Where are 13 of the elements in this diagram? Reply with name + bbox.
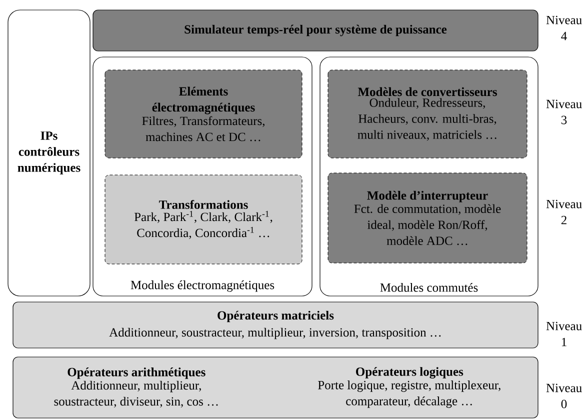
module-box: Modèle d’interrupteur Fct. de commutation, modèle ideal, modèle Ron/Roff, modèle ADC …	[328, 172, 528, 264]
group-box: IPs contrôleurs numériques	[8, 10, 90, 296]
module-box: Transformations Park, Park$^{-1}$, Clark, Clark$^{-1}$, Concordia, Concordia$^{-1}$ …	[104, 174, 302, 264]
level-bar: Opérateurs arithmétiques Additionneur, multiplieur, soustracteur, diviseur, sin, cos … Opérateurs logiques Porte logique, registre, multiplexeur, comparateur, décalage …	[12, 356, 538, 418]
module-box: Modèles de convertisseurs Onduleur, Redresseurs, Hacheurs, conv. multi-bras, multi niveaux, matriciels …	[328, 70, 528, 158]
level-label: Niveau 3	[546, 100, 582, 124]
level-bar: Opérateurs matriciels Additionneur, soustracteur, multiplieur, inversion, transposition …	[12, 302, 538, 348]
level-label: Niveau 4	[546, 16, 582, 40]
level-label: Niveau 1	[546, 322, 582, 346]
level-label: Niveau 2	[546, 200, 582, 224]
level-bar: Simulateur temps-réel pour système de puissance	[92, 10, 538, 52]
module-box: Eléments électromagnétiques Filtres, Transformateurs, machines AC et DC …	[104, 70, 302, 158]
level-label: Niveau 0	[546, 384, 582, 408]
